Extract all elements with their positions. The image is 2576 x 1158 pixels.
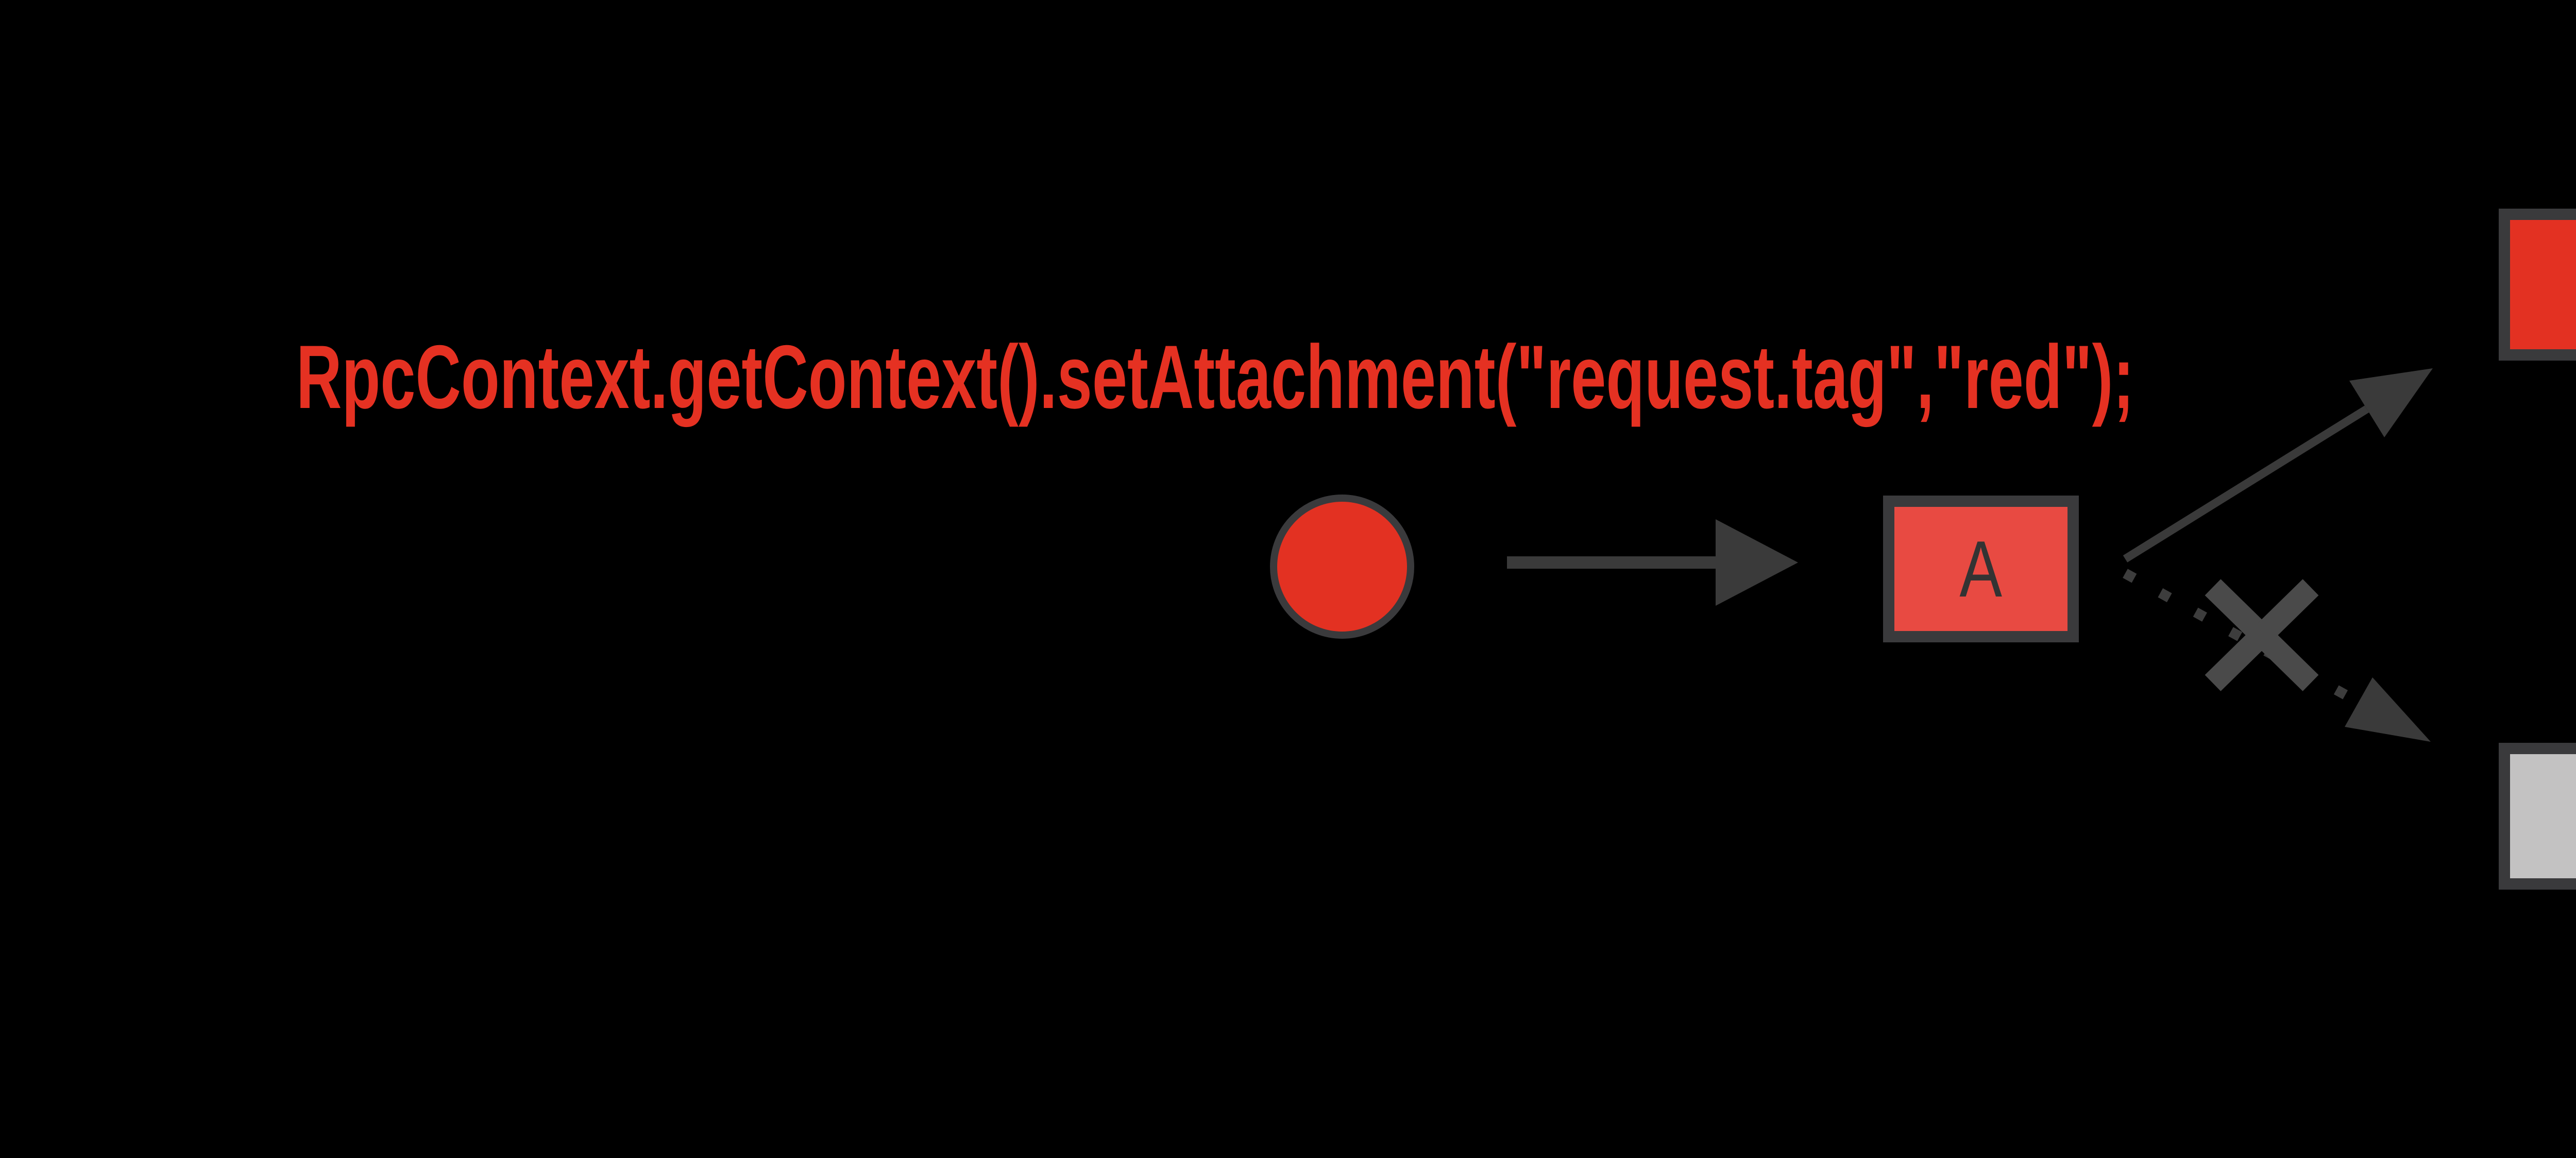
start-node [1270,495,1414,639]
edge-a-to-b-gray [2123,569,2431,742]
node-a: A [1883,496,2079,642]
node-b-gray-label: B [2574,776,2576,856]
code-annotation: RpcContext.getContext().setAttachment("r… [296,327,2134,428]
node-a-label: A [1959,524,2003,614]
node-b-red-label: B [2574,245,2576,325]
edge-start-to-a [1507,519,1798,606]
node-b-red: B [2499,209,2576,361]
edge-a-to-b-red [2123,368,2433,563]
x-blocked-icon [2205,579,2319,691]
node-b-gray: B [2499,743,2576,890]
